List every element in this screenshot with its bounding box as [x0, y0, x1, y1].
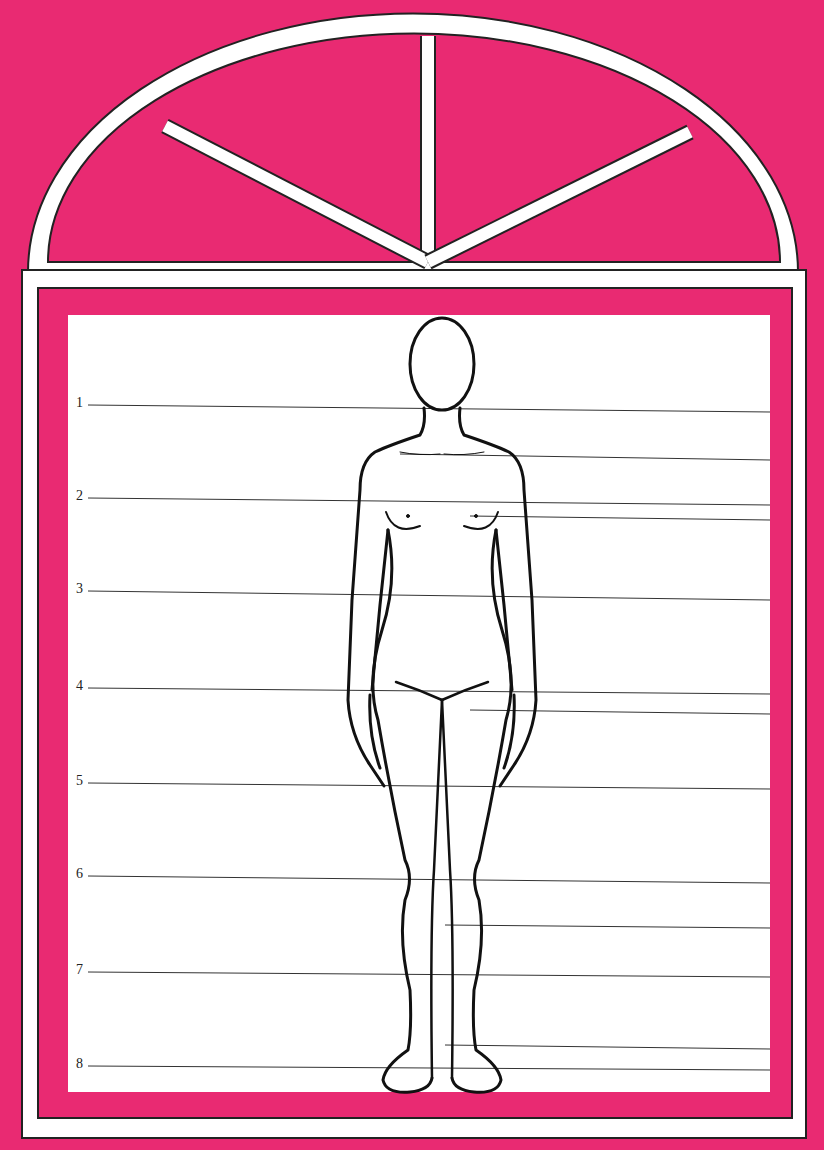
callout-number: 5 — [75, 773, 84, 789]
callout-number: 4 — [75, 678, 84, 694]
female-figure — [348, 318, 536, 1092]
callout-number: 6 — [75, 866, 84, 882]
arch-frame — [28, 13, 798, 272]
window-panel — [68, 315, 770, 1092]
callout-number: 2 — [75, 488, 84, 504]
level-lines — [88, 405, 770, 1070]
arch-pane — [48, 33, 780, 262]
window-border — [38, 288, 792, 1118]
callout-number: 3 — [75, 581, 84, 597]
arch-spokes — [165, 36, 690, 262]
callout-number: 1 — [75, 395, 84, 411]
window-frame — [22, 270, 806, 1138]
callout-number: 7 — [75, 962, 84, 978]
callout-number: 8 — [75, 1056, 84, 1072]
